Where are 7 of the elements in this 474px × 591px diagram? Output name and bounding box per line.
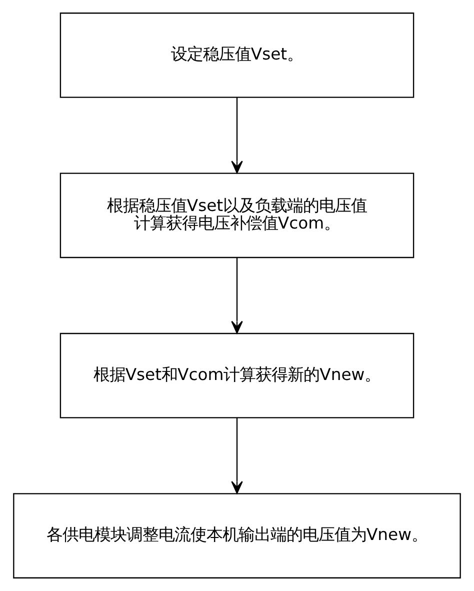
node-box: 根据稳压值Vset以及负载端的电压值计算获得电压补偿值Vcom。	[60, 172, 414, 258]
arrow	[231, 97, 243, 174]
node-box: 设定稳压值Vset。	[60, 12, 414, 98]
arrow	[231, 258, 243, 334]
arrow	[231, 418, 243, 494]
node-box: 根据Vset和Vcom计算获得新的Vnew。	[60, 332, 414, 418]
node-box: 各供电模块调整电流使本机输出端的电压值为Vnew。	[13, 493, 461, 578]
